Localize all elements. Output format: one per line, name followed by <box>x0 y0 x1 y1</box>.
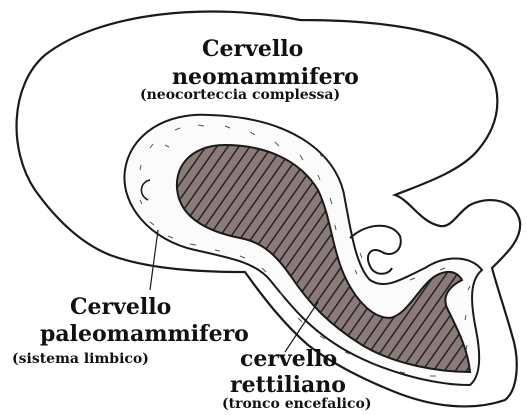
paleo-subtitle: (sistema limbico) <box>12 352 149 366</box>
paleo-title-line2: paleomammifero <box>40 323 249 345</box>
neo-subtitle: (neocorteccia complessa) <box>140 88 340 102</box>
rett-title-line2: rettiliano <box>230 374 346 396</box>
rett-title-line1: cervello <box>240 348 337 370</box>
rett-subtitle: (tronco encefalico) <box>222 397 371 411</box>
neo-title-line1: Cervello <box>202 38 303 60</box>
paleo-pointer <box>150 230 158 290</box>
neo-title-line2: neomammifero <box>172 66 359 88</box>
paleo-title-line1: Cervello <box>70 296 171 318</box>
